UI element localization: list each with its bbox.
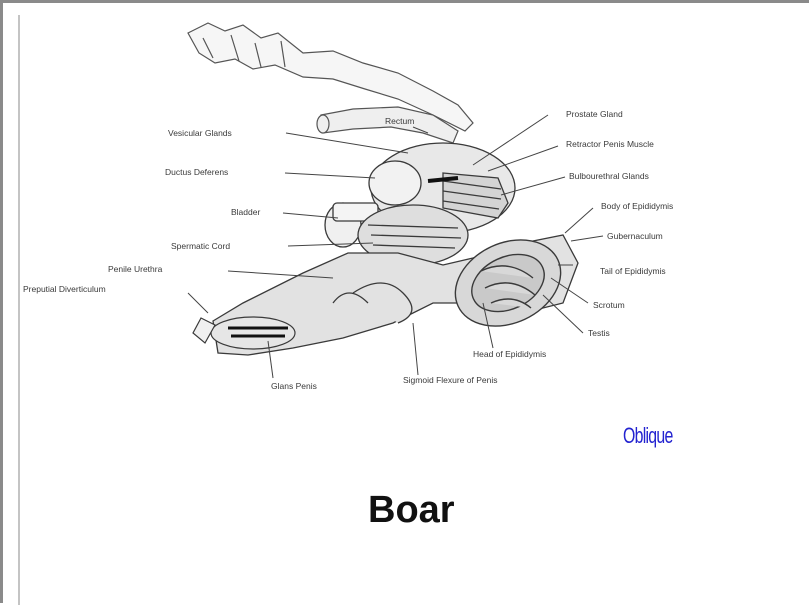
label-bulbourethral-glands: Bulbourethral Glands bbox=[569, 171, 649, 181]
label-preputial-diverticulum: Preputial Diverticulum bbox=[23, 284, 106, 294]
label-head-of-epididymis: Head of Epididymis bbox=[473, 349, 546, 359]
label-vesicular-glands: Vesicular Glands bbox=[168, 128, 232, 138]
label-tail-of-epididymis: Tail of Epididymis bbox=[600, 266, 666, 276]
label-bladder: Bladder bbox=[231, 207, 260, 217]
label-glans-penis: Glans Penis bbox=[271, 381, 317, 391]
label-body-of-epididymis: Body of Epididymis bbox=[601, 201, 673, 211]
label-ductus-deferens: Ductus Deferens bbox=[165, 167, 228, 177]
label-retractor-penis-muscle: Retractor Penis Muscle bbox=[566, 139, 654, 149]
glans-drawing bbox=[193, 317, 295, 349]
label-spermatic-cord: Spermatic Cord bbox=[171, 241, 230, 251]
label-scrotum: Scrotum bbox=[593, 300, 625, 310]
label-testis: Testis bbox=[588, 328, 610, 338]
label-penile-urethra: Penile Urethra bbox=[108, 264, 163, 274]
label-sigmoid-flexure: Sigmoid Flexure of Penis bbox=[403, 375, 498, 385]
diagram-labels: Vesicular Glands Rectum Prostate Gland R… bbox=[23, 109, 673, 391]
species-title: Boar bbox=[368, 489, 455, 532]
boar-reproductive-diagram: Vesicular Glands Rectum Prostate Gland R… bbox=[3, 3, 809, 423]
label-gubernaculum: Gubernaculum bbox=[607, 231, 663, 241]
view-label: Oblique bbox=[623, 423, 673, 449]
label-prostate-gland: Prostate Gland bbox=[566, 109, 623, 119]
pelvic-organs-drawing bbox=[325, 143, 515, 265]
label-rectum: Rectum bbox=[385, 116, 414, 126]
